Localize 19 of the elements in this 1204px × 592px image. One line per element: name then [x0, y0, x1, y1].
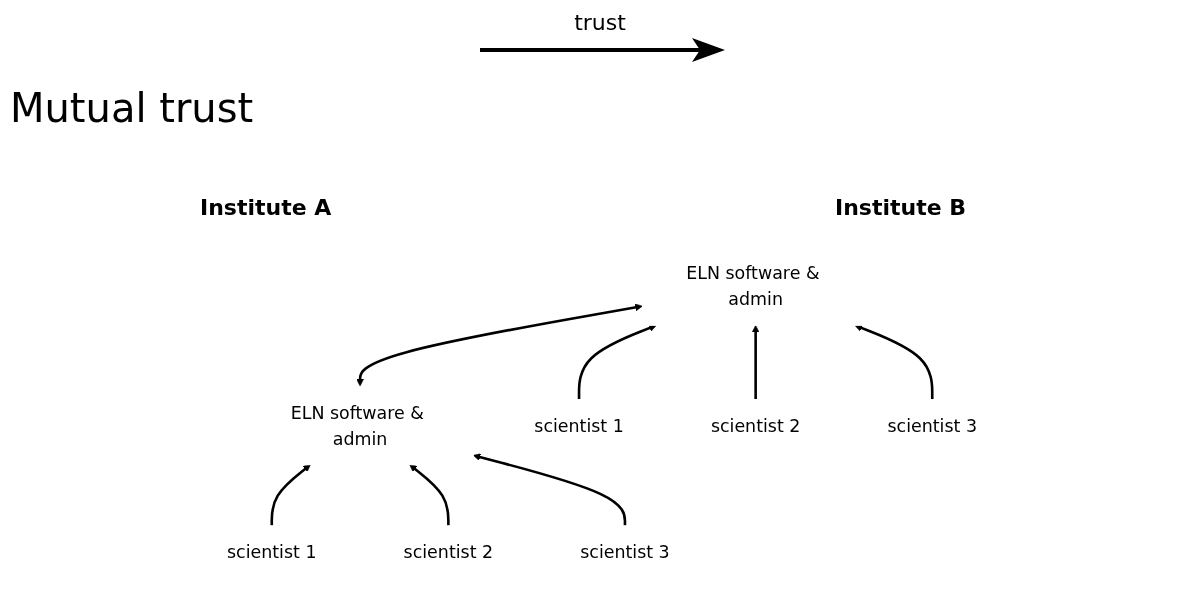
institute-heading: Institute A	[200, 195, 332, 220]
legend-text: trust	[574, 10, 626, 35]
node-text: scientist 3	[580, 541, 670, 563]
node-text: scientist 2	[403, 541, 494, 563]
node-text: ELN software & admin	[290, 402, 424, 450]
arrow	[356, 303, 643, 387]
node-text: scientist 1	[534, 415, 624, 437]
diagram-title: Mutual trust	[10, 85, 254, 131]
node-text: ELN software & admin	[686, 262, 820, 310]
arrow	[409, 464, 450, 526]
arrow	[472, 453, 627, 526]
arrow	[577, 324, 657, 400]
arrow	[854, 324, 934, 400]
node-text: scientist 1	[227, 541, 317, 563]
arrow	[270, 464, 311, 526]
institute-heading: Institute B	[835, 195, 967, 220]
node-text: scientist 2	[710, 415, 801, 437]
node-text: scientist 3	[887, 415, 977, 437]
arrow	[751, 325, 760, 400]
